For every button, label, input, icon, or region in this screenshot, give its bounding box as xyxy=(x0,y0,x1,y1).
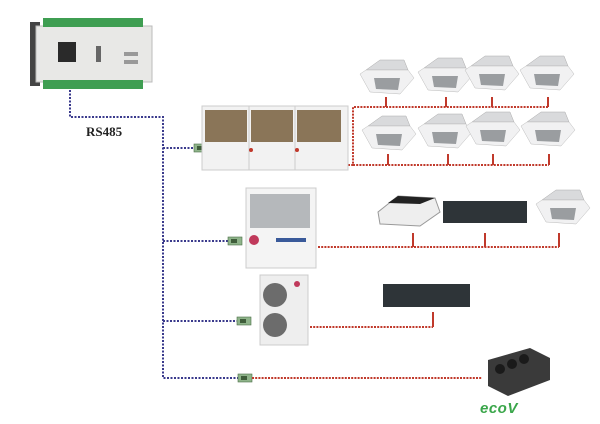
outdoor-unit-multi xyxy=(201,105,349,171)
outdoor-unit-single xyxy=(259,274,309,346)
ventilation-duct-unit xyxy=(488,348,550,396)
plc-controller xyxy=(30,18,153,89)
wall-mounted-indoor-unit xyxy=(383,284,470,307)
ecov-logo: ecoV xyxy=(480,400,518,417)
indoor-units-second-system xyxy=(377,189,591,227)
indoor-cassettes-second-row xyxy=(361,111,576,151)
rs485-label: RS485 xyxy=(86,124,123,139)
bus-adapter-2 xyxy=(227,236,243,246)
bus-adapter-3 xyxy=(236,316,252,326)
refrigerant-stubs xyxy=(385,97,560,327)
indoor-cassettes-top-row xyxy=(359,55,575,95)
bus-adapter-4 xyxy=(237,373,253,383)
rs485-bus xyxy=(69,90,238,379)
refrigerant-lines xyxy=(252,106,559,379)
outdoor-unit-multiv xyxy=(245,187,317,269)
